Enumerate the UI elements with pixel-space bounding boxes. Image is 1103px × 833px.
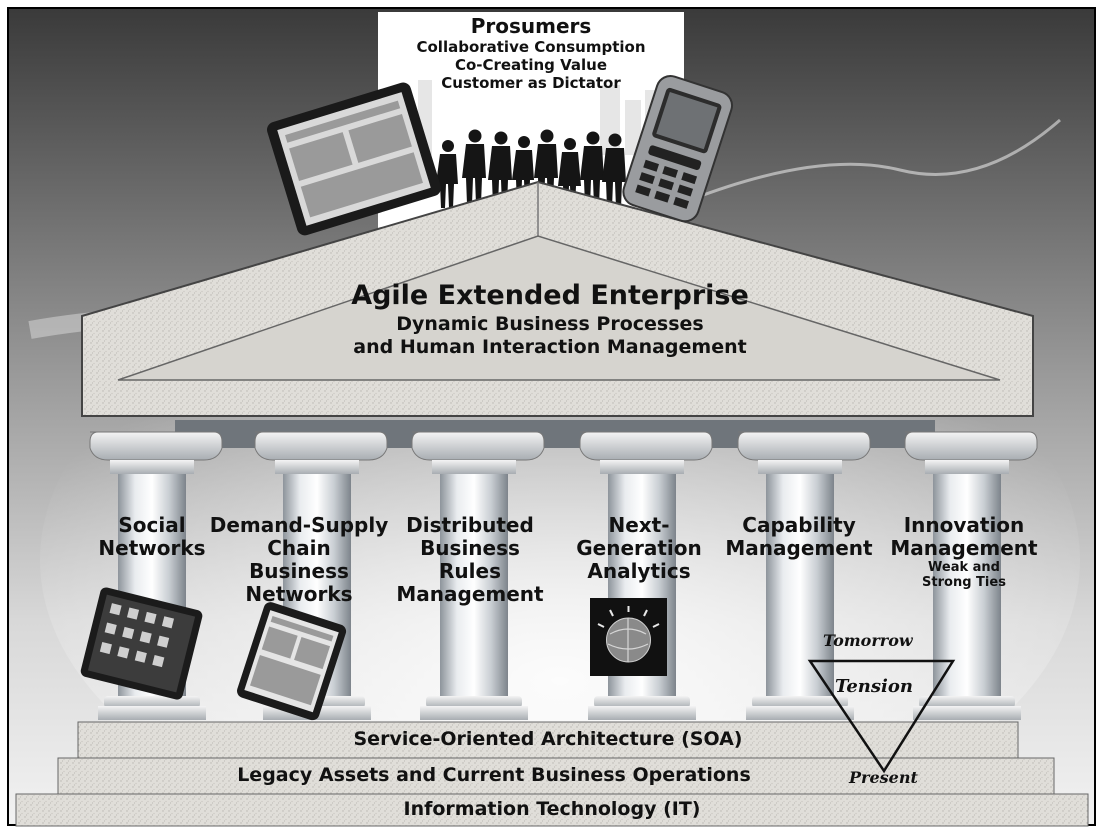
tablet-spreadsheet-image — [237, 602, 347, 721]
pillar-label-line: Networks — [245, 582, 353, 606]
tablet-device-roof — [267, 82, 441, 236]
pillar-label-line: Networks — [98, 536, 206, 560]
pillar-label-line: Management — [396, 582, 544, 606]
pillar-label-line: Management — [890, 536, 1038, 560]
pillar-label-line: Next- — [608, 513, 670, 537]
it-step-bg — [15, 793, 1089, 827]
pillar-label-analytics: Next- Generation Analytics — [566, 514, 712, 583]
pillar-label-line: Analytics — [587, 559, 691, 583]
pillar-label-innovation: Innovation Management Weak and Strong Ti… — [884, 513, 1044, 591]
pillar-label-distributed-rules: Distributed Business Rules Management — [390, 514, 550, 606]
mobile-phone — [622, 75, 734, 223]
pillar-label-line: Chain — [267, 536, 331, 560]
pillar-label-demand-supply: Demand-Supply Chain Business Networks — [200, 514, 398, 606]
pillar-label-line: Generation — [576, 536, 702, 560]
columns — [89, 431, 1038, 720]
foundation-it-label: Information Technology (IT) — [403, 798, 701, 820]
prosumers-line-3: Customer as Dictator — [441, 74, 621, 92]
prosumers-line-2: Co-Creating Value — [454, 56, 608, 74]
foundation-legacy-label: Legacy Assets and Current Business Opera… — [237, 764, 751, 786]
pillar-label-line: Rules — [439, 559, 501, 583]
analytics-globe-image — [590, 598, 667, 676]
pediment — [81, 180, 1034, 417]
pediment-title: Agile Extended Enterprise — [351, 280, 749, 311]
prosumers-title: Prosumers — [470, 14, 592, 38]
pillar-label-line: Distributed — [406, 513, 534, 537]
tension-middle-label: Tension — [835, 676, 913, 697]
pillar-label-line: Capability — [742, 513, 856, 537]
tablet-apps-image — [80, 587, 203, 700]
pillar-label-line: Management — [725, 536, 873, 560]
lightning-streak — [689, 118, 1061, 202]
pillar-label-line: Innovation — [903, 513, 1025, 537]
column-5 — [737, 431, 871, 720]
pillar-label-line: Business — [249, 559, 349, 583]
pediment-subtitle-1: Dynamic Business Processes — [396, 313, 704, 335]
pillar-label-line: Business — [420, 536, 520, 560]
pillar-sublabel-line: Strong Ties — [922, 575, 1006, 590]
pillar-label-line: Demand-Supply — [209, 513, 389, 537]
pediment-subtitle-2: and Human Interaction Management — [353, 336, 747, 358]
prosumers-line-1: Collaborative Consumption — [416, 38, 646, 56]
soa-step-bg — [77, 721, 1019, 761]
tension-present-label: Present — [849, 768, 918, 787]
pillar-sublabel-line: Weak and — [928, 560, 1000, 575]
foundation-soa-label: Service-Oriented Architecture (SOA) — [353, 728, 743, 750]
tension-triangle — [807, 659, 956, 774]
pillar-label-social-networks: Social Networks — [90, 514, 214, 560]
pillar-label-capability: Capability Management — [714, 514, 884, 560]
tension-tomorrow-label: Tomorrow — [823, 631, 913, 650]
column-6 — [904, 431, 1038, 720]
column-3 — [411, 431, 545, 720]
pillar-label-line: Social — [118, 513, 186, 537]
